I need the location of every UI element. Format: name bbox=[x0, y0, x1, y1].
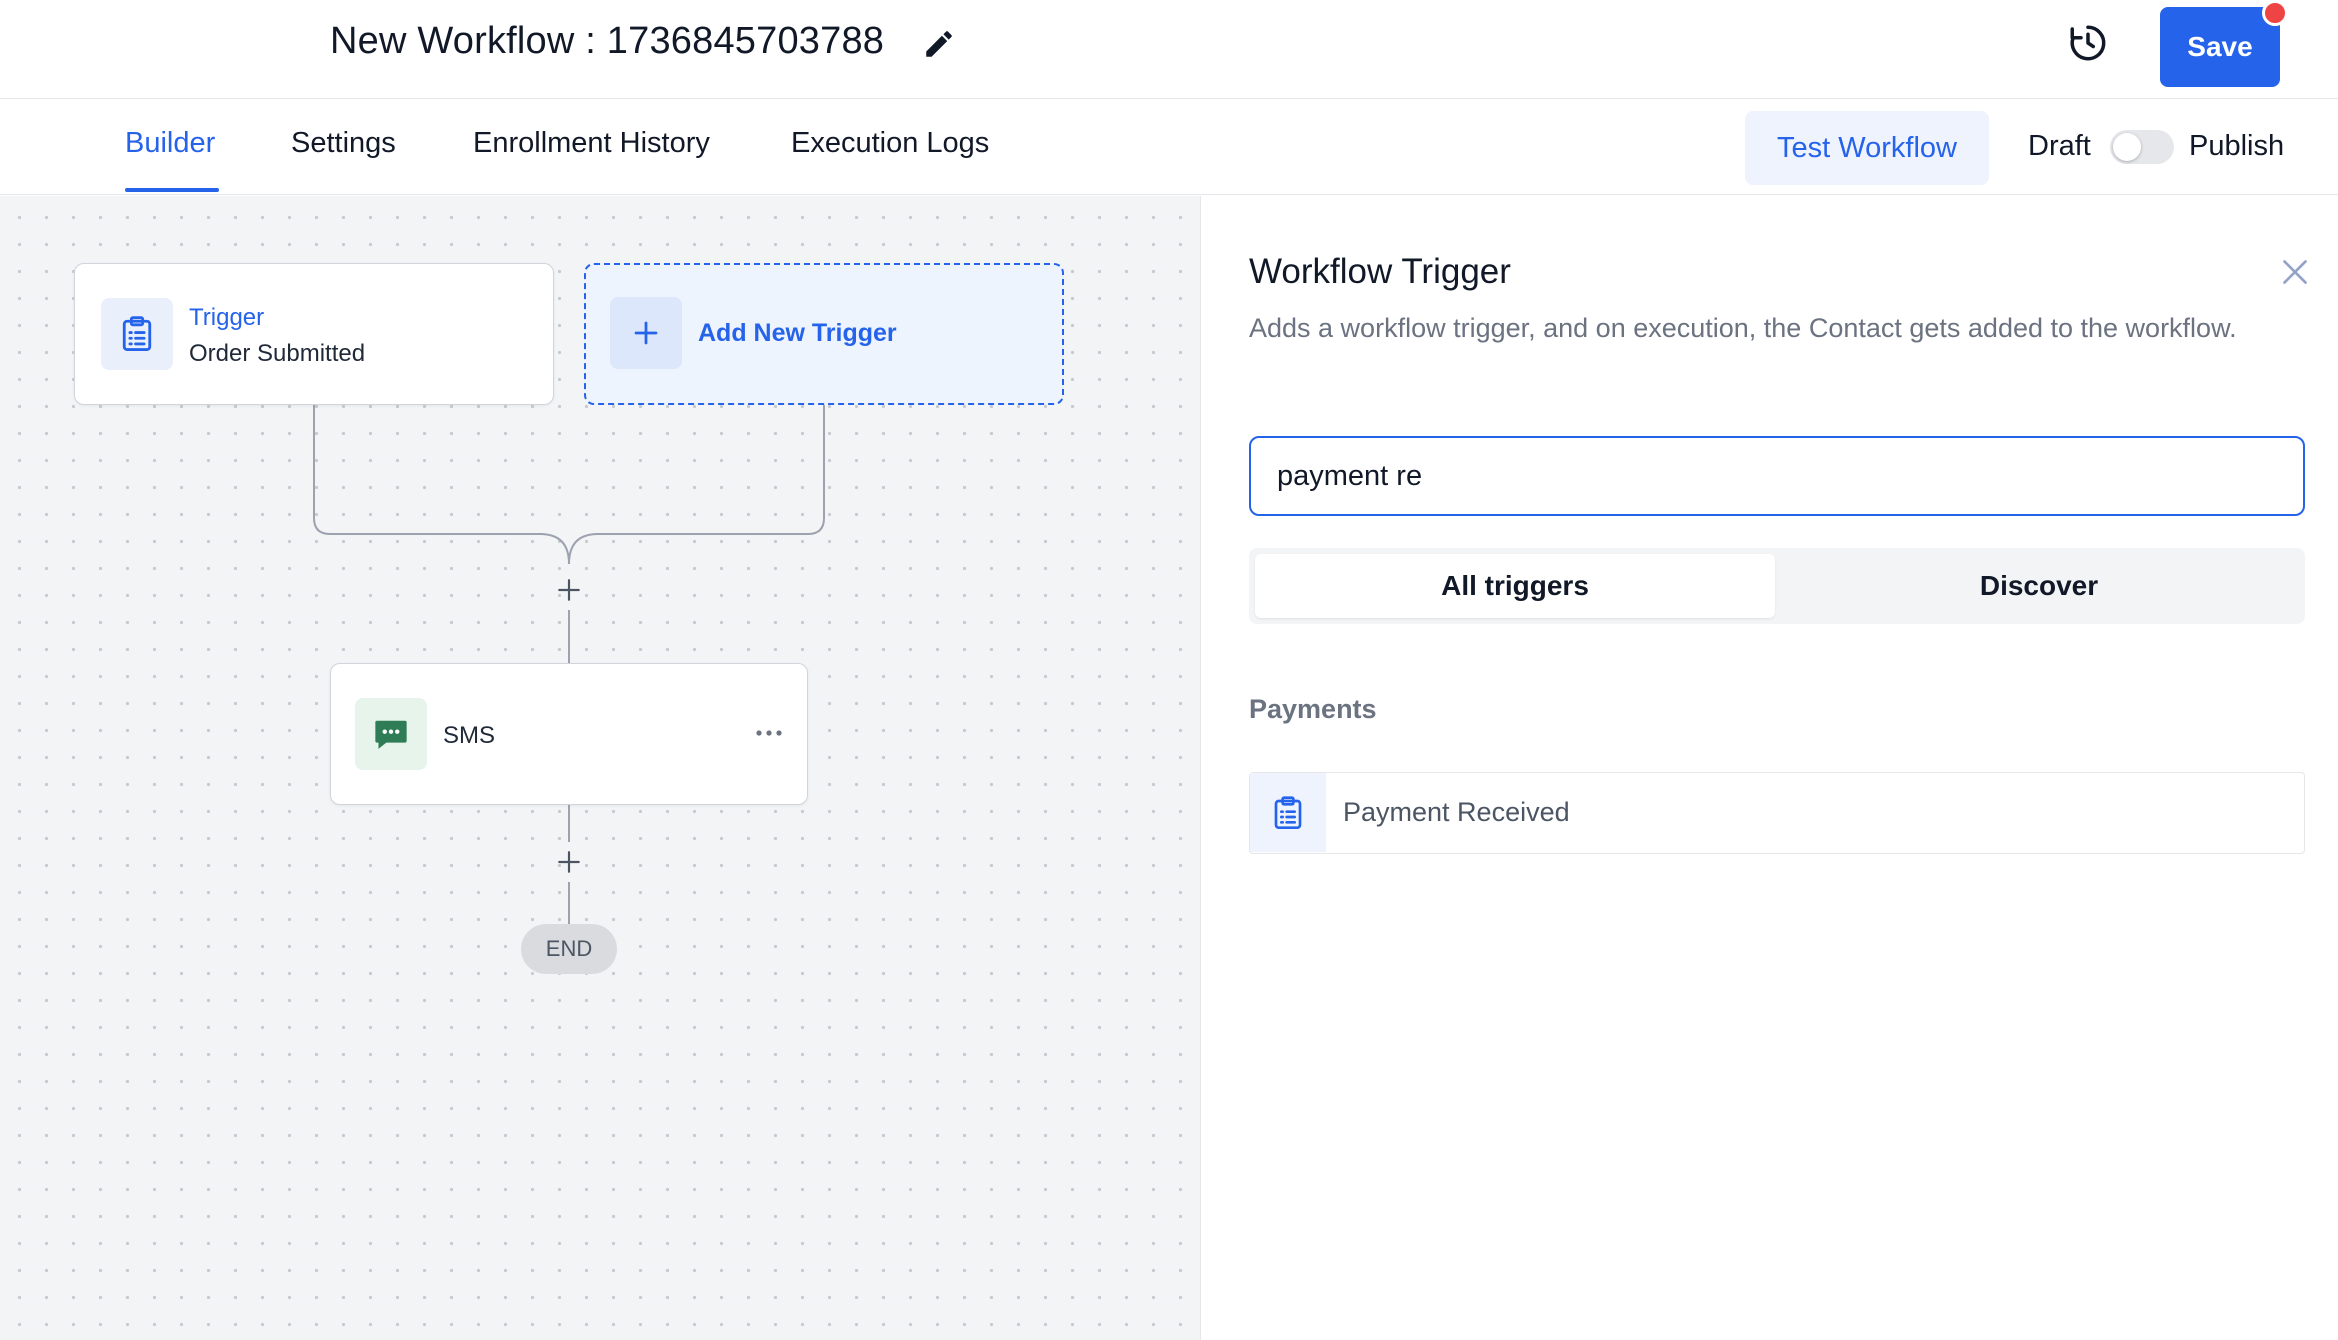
trigger-option-payment-received[interactable]: Payment Received bbox=[1249, 772, 2305, 854]
more-options-icon[interactable] bbox=[749, 718, 789, 748]
notification-dot bbox=[2262, 0, 2288, 26]
clipboard-icon bbox=[101, 298, 173, 370]
tab-builder[interactable]: Builder bbox=[125, 127, 216, 159]
publish-toggle[interactable] bbox=[2110, 130, 2174, 164]
add-step-button[interactable] bbox=[549, 842, 589, 882]
top-bar: New Workflow : 1736845703788 Save bbox=[0, 0, 2338, 99]
trigger-title: Trigger bbox=[189, 304, 265, 331]
chat-bubble-icon bbox=[355, 698, 427, 770]
workflow-trigger-panel: Workflow Trigger Adds a workflow trigger… bbox=[1200, 196, 2338, 1340]
pencil-icon[interactable] bbox=[922, 27, 956, 61]
tab-enrollment-history[interactable]: Enrollment History bbox=[473, 127, 710, 159]
plus-icon bbox=[610, 297, 682, 369]
end-node: END bbox=[521, 924, 617, 974]
trigger-search-input[interactable] bbox=[1249, 436, 2305, 516]
save-button[interactable]: Save bbox=[2160, 7, 2280, 87]
workflow-canvas[interactable]: Trigger Order Submitted Add New Trigger … bbox=[0, 196, 1200, 1340]
close-icon[interactable] bbox=[2277, 254, 2317, 294]
clipboard-icon bbox=[1250, 773, 1326, 852]
sms-action-node[interactable]: SMS bbox=[330, 663, 808, 805]
add-step-button[interactable] bbox=[549, 570, 589, 610]
trigger-filter-segmented-control: All triggers Discover bbox=[1249, 548, 2305, 624]
trigger-option-label: Payment Received bbox=[1343, 797, 1570, 827]
workflow-title: New Workflow : 1736845703788 bbox=[330, 20, 885, 62]
draft-label: Draft bbox=[2028, 130, 2091, 162]
tab-bar: Builder Settings Enrollment History Exec… bbox=[0, 99, 2338, 195]
tab-execution-logs[interactable]: Execution Logs bbox=[791, 127, 990, 159]
segment-discover[interactable]: Discover bbox=[1979, 570, 2099, 601]
history-icon[interactable] bbox=[2067, 22, 2109, 64]
trigger-node[interactable]: Trigger Order Submitted bbox=[74, 263, 554, 405]
trigger-subtitle: Order Submitted bbox=[189, 340, 366, 367]
toggle-knob bbox=[2113, 133, 2141, 161]
panel-description: Adds a workflow trigger, and on executio… bbox=[1249, 313, 2237, 343]
tab-settings[interactable]: Settings bbox=[291, 127, 396, 159]
panel-title: Workflow Trigger bbox=[1249, 252, 1511, 291]
test-workflow-button[interactable]: Test Workflow bbox=[1745, 111, 1989, 185]
connector-lines bbox=[313, 405, 825, 924]
sms-action-label: SMS bbox=[443, 722, 496, 749]
segment-all-triggers[interactable]: All triggers bbox=[1255, 554, 1775, 618]
add-new-trigger-button[interactable]: Add New Trigger bbox=[584, 263, 1064, 405]
active-tab-indicator bbox=[125, 188, 219, 192]
section-label-payments: Payments bbox=[1249, 694, 1377, 724]
publish-label: Publish bbox=[2189, 130, 2285, 162]
add-new-trigger-label: Add New Trigger bbox=[698, 319, 897, 347]
